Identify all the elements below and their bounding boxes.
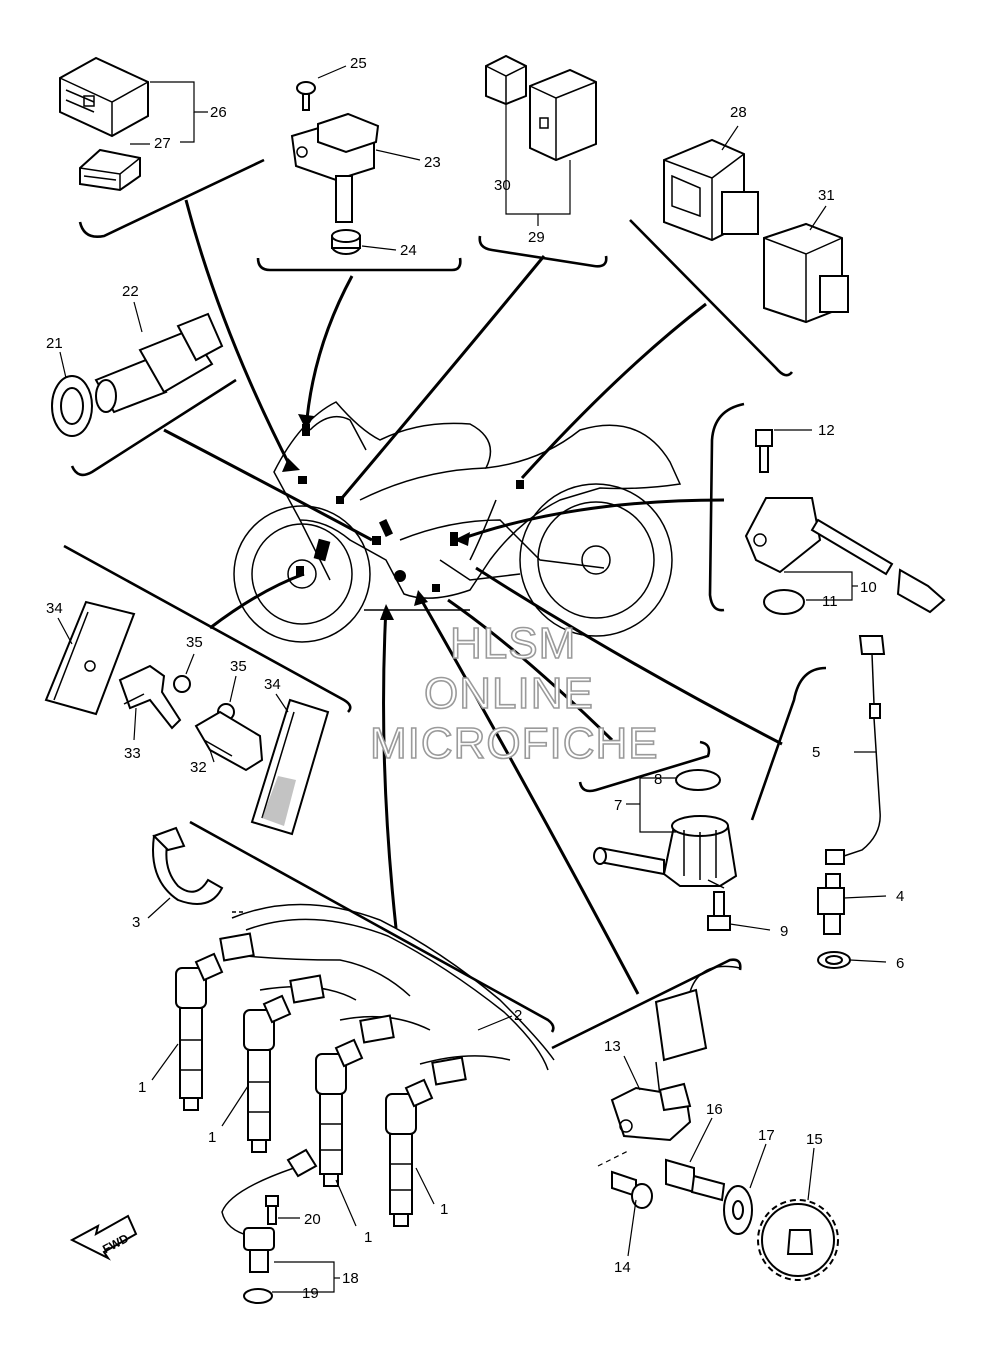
watermark: HLSM ONLINE MICROFICHE <box>369 618 659 769</box>
module-31 <box>763 222 849 324</box>
leader-lines <box>57 65 887 1293</box>
forward-arrow-icon: FWD <box>69 1214 138 1261</box>
callout-32: 32 <box>190 759 207 776</box>
callout-17: 17 <box>758 1127 775 1144</box>
ignition-coil-1c <box>315 1038 364 1187</box>
ignition-coil-1b <box>243 994 292 1153</box>
sensor-13 <box>597 965 741 1167</box>
callout-1-d: 1 <box>440 1201 448 1218</box>
callout-19: 19 <box>302 1285 319 1302</box>
clamp-3 <box>152 826 224 905</box>
callout-16: 16 <box>706 1101 723 1118</box>
callout-14: 14 <box>614 1259 631 1276</box>
reflector-34-right <box>250 698 330 836</box>
callout-26: 26 <box>210 104 227 121</box>
callout-9: 9 <box>780 923 788 940</box>
callout-1-b: 1 <box>208 1129 216 1146</box>
motorcycle-outline <box>233 401 682 643</box>
sensor-23 <box>290 112 380 223</box>
sensor-18 <box>221 1148 318 1273</box>
callout-27: 27 <box>154 135 171 152</box>
callout-1-c: 1 <box>364 1229 372 1246</box>
washer-6 <box>817 951 851 969</box>
sensor-22 <box>94 312 224 414</box>
washer-21 <box>51 375 93 437</box>
callout-28: 28 <box>730 104 747 121</box>
ignition-coil-1a <box>175 952 224 1111</box>
callout-23: 23 <box>424 154 441 171</box>
callout-35-b: 35 <box>230 658 247 675</box>
callout-18: 18 <box>342 1270 359 1287</box>
callout-34-right: 34 <box>264 676 281 693</box>
callout-21: 21 <box>46 335 63 352</box>
grommet-24 <box>331 229 361 255</box>
callout-5: 5 <box>812 744 820 761</box>
sprocket-15 <box>757 1199 839 1281</box>
callout-30: 30 <box>494 177 511 194</box>
relay-cover-30 <box>485 54 527 106</box>
nut-35-a <box>173 675 191 693</box>
callout-24: 24 <box>400 242 417 259</box>
callout-6: 6 <box>896 955 904 972</box>
ignition-coil-1d <box>385 1078 434 1227</box>
callout-34-left: 34 <box>46 600 63 617</box>
callout-7: 7 <box>614 797 622 814</box>
bolt-9 <box>707 891 731 931</box>
bolt-20 <box>265 1195 279 1225</box>
callout-4: 4 <box>896 888 904 905</box>
callout-20: 20 <box>304 1211 321 1228</box>
bracket-33 <box>118 664 182 730</box>
callout-12: 12 <box>818 422 835 439</box>
bolt-14 <box>611 1170 653 1209</box>
o-ring-8 <box>675 769 721 791</box>
pointer-lines <box>163 199 783 995</box>
callout-1-a: 1 <box>138 1079 146 1096</box>
connector-27 <box>79 148 141 192</box>
callout-25: 25 <box>350 55 367 72</box>
connector-26 <box>59 56 149 138</box>
watermark-line-3: MICROFICHE <box>370 719 659 768</box>
watermark-line-1: HLSM <box>450 619 576 668</box>
callout-2: 2 <box>514 1007 522 1024</box>
watermark-line-2: ONLINE <box>424 669 594 718</box>
switch-4 <box>817 873 845 935</box>
module-28 <box>663 138 759 242</box>
sensor-7 <box>593 815 738 889</box>
callout-13: 13 <box>604 1038 621 1055</box>
o-ring-19 <box>243 1288 273 1304</box>
callout-29: 29 <box>528 229 545 246</box>
relay-29 <box>529 68 597 162</box>
sensor-10 <box>744 497 946 614</box>
callout-35-a: 35 <box>186 634 203 651</box>
callout-22: 22 <box>122 283 139 300</box>
washer-17 <box>723 1185 753 1235</box>
reflector-34-left <box>44 600 136 716</box>
callout-8: 8 <box>654 771 662 788</box>
bolt-12 <box>755 429 773 473</box>
screw-25 <box>296 81 316 111</box>
group-brackets <box>63 158 827 1050</box>
callout-3: 3 <box>132 914 140 931</box>
callout-11: 11 <box>822 593 838 610</box>
callout-31: 31 <box>818 187 835 204</box>
bolt-16 <box>665 1158 726 1202</box>
callout-10: 10 <box>860 579 877 596</box>
wire-harness-2 <box>219 903 555 1086</box>
o-ring-11 <box>763 589 805 615</box>
cable-5 <box>825 635 886 865</box>
callout-15: 15 <box>806 1131 823 1148</box>
callout-labels: 25 26 27 23 24 30 29 28 31 21 22 12 10 1… <box>46 55 904 1302</box>
callout-33: 33 <box>124 745 141 762</box>
